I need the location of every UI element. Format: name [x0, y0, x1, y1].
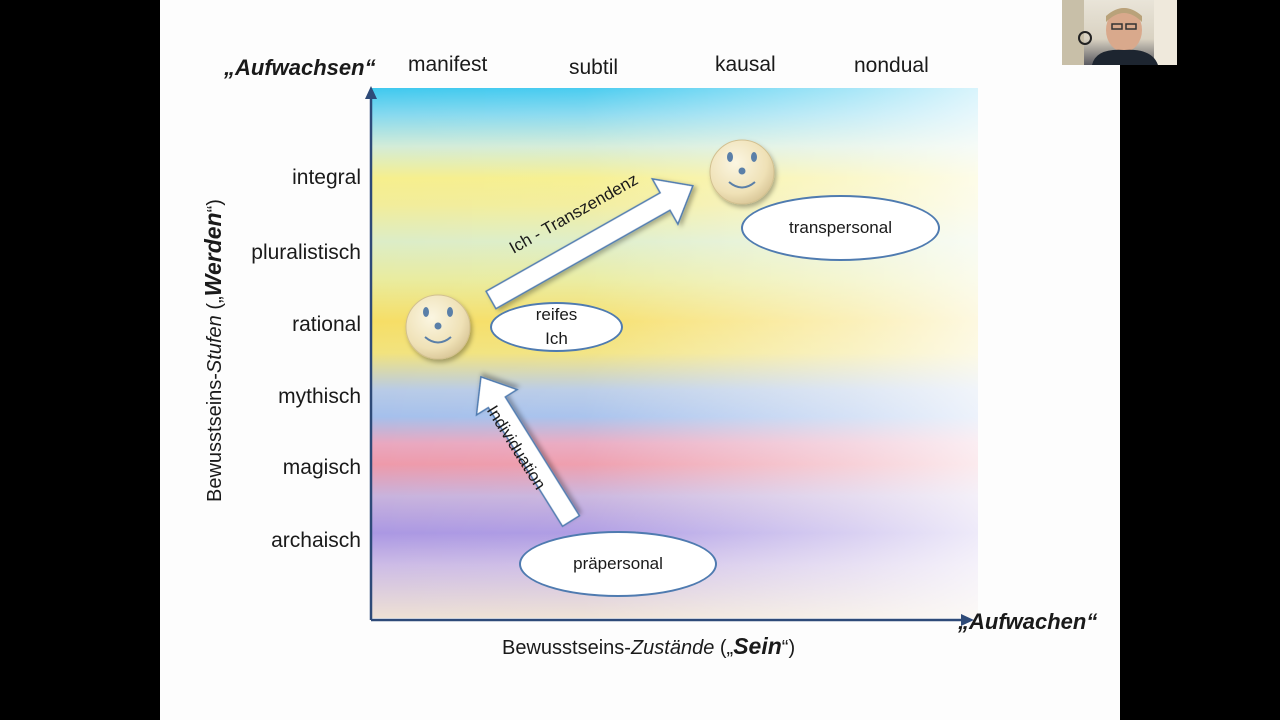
- smiley-face-icon: [709, 139, 775, 205]
- x-axis-label-suffix: “): [781, 637, 796, 659]
- ellipse-prapersonal-label: präpersonal: [573, 554, 663, 573]
- arrow-individuation: [475, 375, 581, 528]
- stage-label-integral: integral: [292, 166, 361, 189]
- y-axis: [365, 86, 377, 620]
- presenter-icon: [1062, 0, 1177, 65]
- x-axis: [371, 614, 974, 626]
- ellipse-prapersonal: präpersonal: [519, 531, 717, 597]
- x-axis-label: Bewusstseins-Zustände („Sein“): [502, 633, 795, 660]
- y-axis-label-bold: Werden: [200, 212, 226, 297]
- ellipse-reifes-line1: reifes: [535, 305, 578, 324]
- state-label-manifest: manifest: [408, 53, 488, 76]
- state-label-nondual: nondual: [854, 54, 929, 77]
- x-axis-label-bold: Sein: [733, 633, 782, 659]
- stage-label-pluralistisch: pluralistisch: [251, 241, 361, 264]
- x-axis-label-italic: Zustände: [630, 637, 715, 659]
- y-axis-label-italic: Stufen: [204, 315, 226, 374]
- y-axis-label-middle: („: [204, 296, 226, 316]
- stage-label-archaisch: archaisch: [271, 529, 361, 552]
- arrow-ich-transzendenz: [485, 177, 694, 310]
- y-axis-label: Bewusstseins-Stufen („Werden“): [200, 199, 227, 502]
- stage-label-mythisch: mythisch: [278, 385, 361, 408]
- x-axis-label-middle: („: [714, 637, 734, 659]
- ellipse-transpersonal: transpersonal: [741, 195, 940, 261]
- smiley-face-icon: [405, 294, 471, 360]
- stage-label-rational: rational: [292, 313, 361, 336]
- x-axis-end-label: „Aufwachen“: [958, 609, 1098, 634]
- stage-label-magisch: magisch: [282, 456, 361, 479]
- state-label-subtil: subtil: [569, 56, 619, 79]
- ellipse-reifes-ich: reifes Ich: [490, 302, 623, 352]
- top-left-label: „Aufwachsen“: [224, 55, 376, 80]
- y-axis-label-suffix: “): [204, 199, 226, 213]
- x-axis-label-prefix: Bewusstseins-: [502, 637, 631, 659]
- state-label-kausal: kausal: [715, 53, 776, 76]
- ellipse-reifes-line2: Ich: [545, 329, 568, 348]
- ellipse-transpersonal-label: transpersonal: [788, 218, 892, 237]
- state-stage-gradient-field: [372, 88, 978, 618]
- webcam-overlay: [1062, 0, 1177, 65]
- y-axis-label-prefix: Bewusstseins-: [204, 373, 226, 502]
